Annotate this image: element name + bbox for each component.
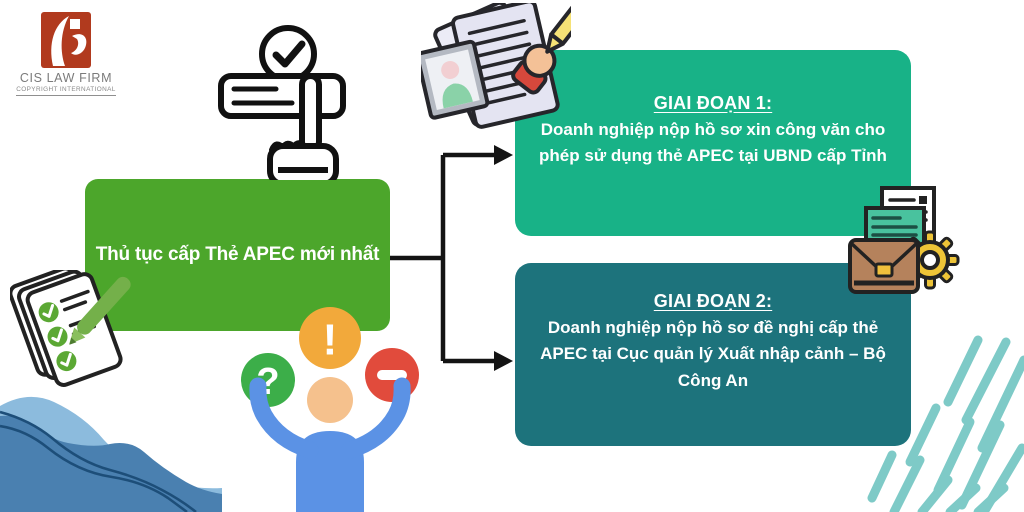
cis-law-firm-logo: CIS LAW FIRM COPYRIGHT INTERNATIONAL	[16, 12, 116, 96]
root-step-box: Thủ tục cấp Thẻ APEC mới nhất	[85, 179, 390, 331]
stage-2-title: GIAI ĐOẠN 2:	[653, 290, 773, 311]
stage-1-title: GIAI ĐOẠN 1:	[653, 92, 773, 113]
stage-1-body: Doanh nghiệp nộp hồ sơ xin công văn cho …	[539, 119, 887, 165]
exclamation-glyph: !	[323, 316, 338, 365]
stage-2-body: Doanh nghiệp nộp hồ sơ đề nghị cấp thẻ A…	[540, 317, 886, 390]
stage-1-box: GIAI ĐOẠN 1: Doanh nghiệp nộp hồ sơ xin …	[515, 50, 911, 236]
document-signing-icon	[421, 3, 571, 129]
logo-text: CIS LAW FIRM	[19, 71, 113, 85]
checklist-pencil-icon	[10, 270, 131, 387]
confused-person-icon: ? !	[241, 307, 419, 512]
wave-decoration	[0, 396, 222, 512]
click-checkmark-icon	[218, 25, 346, 180]
briefcase-gear-icon	[848, 186, 960, 294]
stage-2-box: GIAI ĐOẠN 2: Doanh nghiệp nộp hồ sơ đề n…	[515, 263, 911, 446]
logo-subtext: COPYRIGHT INTERNATIONAL	[16, 86, 116, 96]
logo-mark-icon	[41, 12, 91, 68]
root-step-label: Thủ tục cấp Thẻ APEC mới nhất	[95, 244, 380, 265]
stripe-decoration	[867, 335, 1024, 512]
minus-glyph	[377, 370, 407, 380]
